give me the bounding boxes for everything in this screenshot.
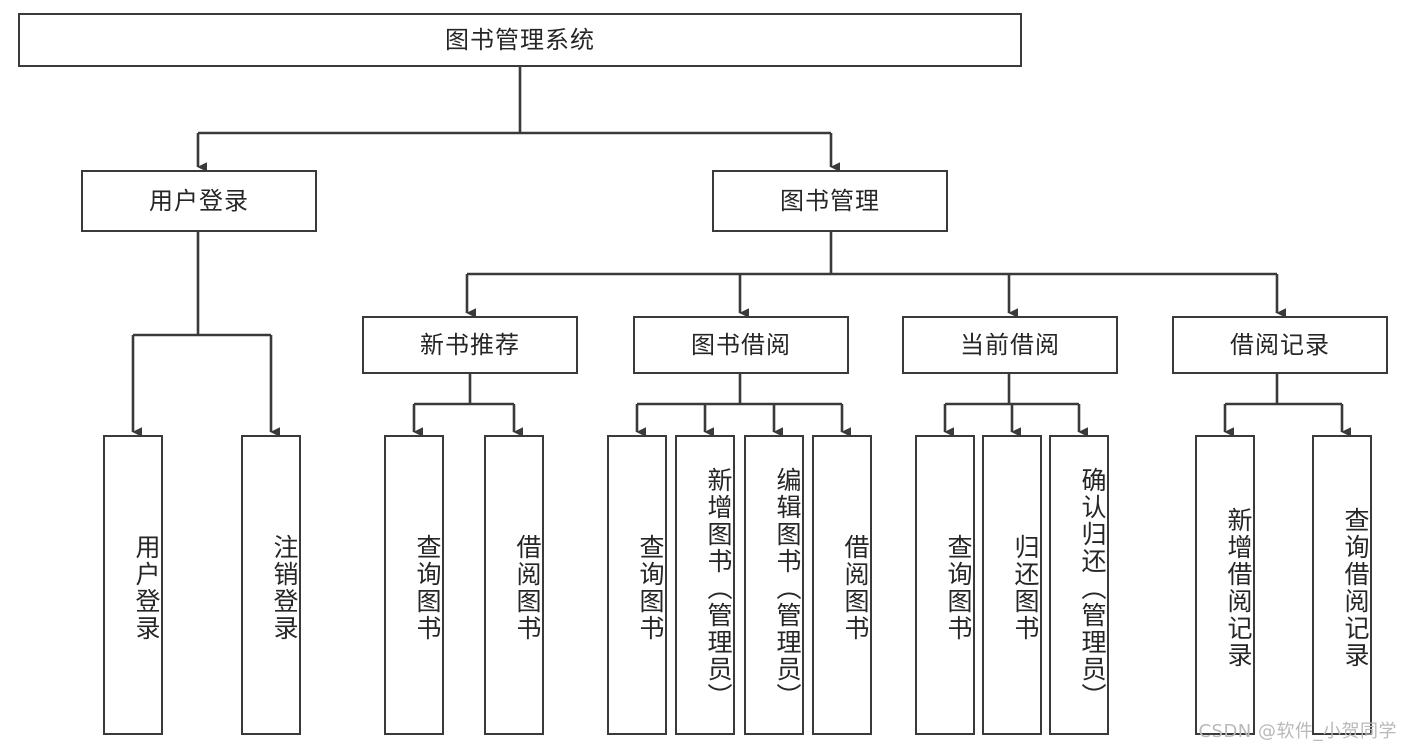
node-label: 查询图书 — [636, 534, 665, 642]
node-new-book-recommend[interactable]: 新书推荐 — [362, 316, 578, 374]
node-label: 确认归还（管理员） — [1078, 466, 1107, 710]
leaf-records-query-record[interactable]: 查询借阅记录 — [1312, 435, 1372, 735]
node-label: 查询图书 — [413, 534, 442, 642]
node-label: 查询借阅记录 — [1341, 507, 1370, 669]
node-book-borrow[interactable]: 图书借阅 — [633, 316, 849, 374]
node-label: 图书管理 — [780, 187, 880, 215]
node-label: 编辑图书（管理员） — [773, 466, 802, 710]
leaf-records-add-record[interactable]: 新增借阅记录 — [1195, 435, 1255, 735]
node-label: 新增图书（管理员） — [704, 466, 733, 710]
node-label: 用户登录 — [132, 534, 161, 642]
node-label: 注销登录 — [270, 534, 299, 642]
leaf-borrow-query-book[interactable]: 查询图书 — [607, 435, 667, 735]
node-label: 借阅图书 — [841, 534, 870, 642]
leaf-current-confirm-return-admin[interactable]: 确认归还（管理员） — [1049, 435, 1109, 735]
node-label: 图书借阅 — [691, 331, 791, 359]
node-label: 新书推荐 — [420, 331, 520, 359]
node-current-borrow[interactable]: 当前借阅 — [902, 316, 1118, 374]
node-label: 借阅记录 — [1230, 331, 1330, 359]
node-label: 查询图书 — [944, 534, 973, 642]
node-borrow-records[interactable]: 借阅记录 — [1172, 316, 1388, 374]
leaf-recommend-query-book[interactable]: 查询图书 — [384, 435, 444, 735]
leaf-recommend-borrow-book[interactable]: 借阅图书 — [484, 435, 544, 735]
csdn-watermark: CSDN @软件_小贺同学 — [1198, 721, 1397, 742]
node-root-system[interactable]: 图书管理系统 — [18, 13, 1022, 67]
leaf-borrow-edit-book-admin[interactable]: 编辑图书（管理员） — [744, 435, 804, 735]
node-label: 用户登录 — [149, 187, 249, 215]
leaf-borrow-add-book-admin[interactable]: 新增图书（管理员） — [675, 435, 735, 735]
leaf-user-login-login[interactable]: 用户登录 — [103, 435, 163, 735]
leaf-current-return-book[interactable]: 归还图书 — [982, 435, 1042, 735]
node-label: 当前借阅 — [960, 331, 1060, 359]
node-label: 归还图书 — [1011, 534, 1040, 642]
node-user-login[interactable]: 用户登录 — [81, 170, 317, 232]
leaf-borrow-borrow-book[interactable]: 借阅图书 — [812, 435, 872, 735]
node-book-management[interactable]: 图书管理 — [712, 170, 948, 232]
node-label: 新增借阅记录 — [1224, 507, 1253, 669]
leaf-user-login-logout[interactable]: 注销登录 — [241, 435, 301, 735]
node-label: 图书管理系统 — [445, 26, 595, 54]
leaf-current-query-book[interactable]: 查询图书 — [915, 435, 975, 735]
node-label: 借阅图书 — [513, 534, 542, 642]
